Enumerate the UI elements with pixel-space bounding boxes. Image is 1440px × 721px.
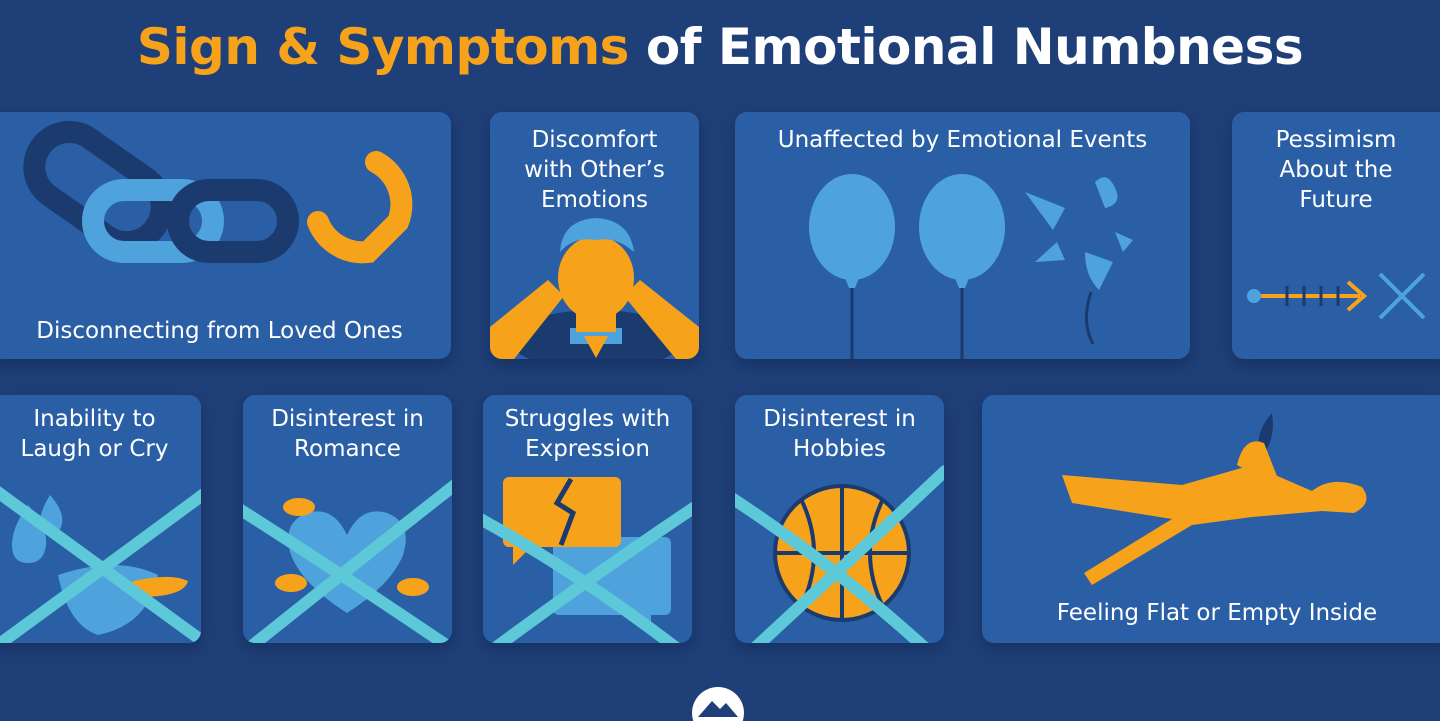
card-unaffected: Unaffected by Emotional Events	[735, 112, 1190, 359]
card-label: Disinterest in Romance	[271, 406, 424, 462]
mountain-logo-icon	[692, 687, 744, 721]
card-expression: Struggles with Expression	[483, 395, 692, 643]
page-title: Sign & Symptoms of Emotional Numbness	[0, 18, 1440, 76]
dead-end-arrow-icon	[1247, 272, 1426, 320]
card-label: Unaffected by Emotional Events	[777, 127, 1148, 153]
card-label: Struggles with Expression	[504, 406, 671, 462]
deflated-figure-icon	[1062, 413, 1367, 585]
card-label: Feeling Flat or Empty Inside	[1056, 600, 1378, 626]
card-pessimism: Pessimism About the Future	[1232, 112, 1440, 359]
card-romance: Disinterest in Romance	[243, 395, 452, 643]
card-disconnecting: Disconnecting from Loved Ones	[0, 112, 451, 359]
card-label: Discomfort with Other’s Emotions	[524, 127, 665, 213]
crossed-tears-icon	[0, 486, 201, 643]
crossed-heart-icon	[243, 479, 452, 643]
card-discomfort: Discomfort with Other’s Emotions	[490, 112, 699, 359]
title-rest: of Emotional Numbness	[645, 18, 1304, 76]
balloons-icon	[809, 174, 1133, 359]
covering-ears-icon	[490, 218, 699, 359]
broken-chain-icon	[23, 120, 413, 264]
card-label: Disconnecting from Loved Ones	[36, 318, 403, 344]
card-flat-empty: Feeling Flat or Empty Inside	[982, 395, 1440, 643]
crossed-speech-bubble-icon	[483, 477, 692, 643]
crossed-basketball-icon	[735, 465, 944, 643]
card-laugh-cry: Inability to Laugh or Cry	[0, 395, 201, 643]
card-label: Pessimism About the Future	[1275, 127, 1397, 213]
card-hobbies: Disinterest in Hobbies	[735, 395, 944, 643]
title-accent: Sign & Symptoms	[136, 18, 630, 76]
card-label: Inability to Laugh or Cry	[20, 406, 169, 462]
card-label: Disinterest in Hobbies	[763, 406, 916, 462]
